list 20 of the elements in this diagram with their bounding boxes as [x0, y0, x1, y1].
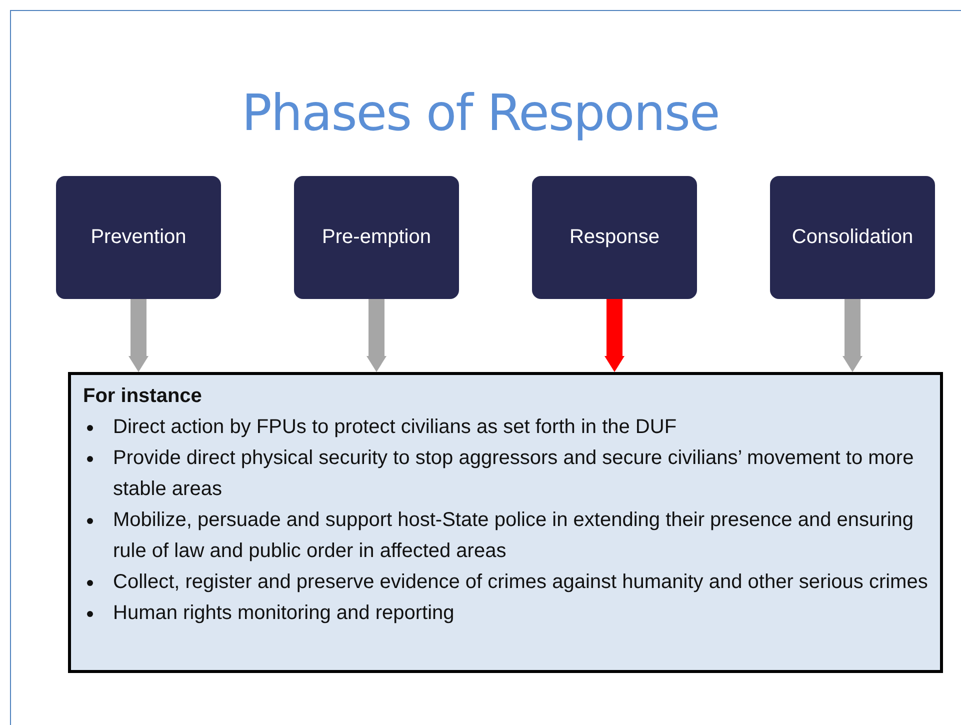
phase-label: Pre-emption: [322, 226, 431, 249]
bullet-item: Collect, register and preserve evidence of crimes against humanity and other serious crimes: [113, 571, 928, 593]
block-arrow: [842, 299, 862, 372]
block-arrow: [128, 299, 148, 372]
example-panel: [68, 372, 943, 673]
phase-box: [294, 176, 459, 299]
bullet-item: Provide direct physical security to stop aggressors and secure civilians’ movement to more stable areas: [113, 447, 914, 500]
phase-label: Prevention: [90, 226, 186, 249]
block-arrow: [366, 299, 386, 372]
panel-heading: For instance: [83, 384, 203, 409]
phase-box: [56, 176, 221, 299]
phase-label: Consolidation: [792, 226, 914, 249]
bullet-item: Mobilize, persuade and support host-State police in extending their presence and ensuring rule of law and public order in affected areas: [113, 509, 914, 562]
slide-title: Phases of Response: [240, 84, 720, 142]
bullet-item: Human rights monitoring and reporting: [113, 602, 454, 624]
bullet-item: Direct action by FPUs to protect civilians as set forth in the DUF: [113, 416, 677, 438]
phase-box: [532, 176, 697, 299]
phase-box: [770, 176, 935, 299]
block-arrow: [604, 299, 624, 372]
phase-label: Response: [569, 226, 660, 249]
